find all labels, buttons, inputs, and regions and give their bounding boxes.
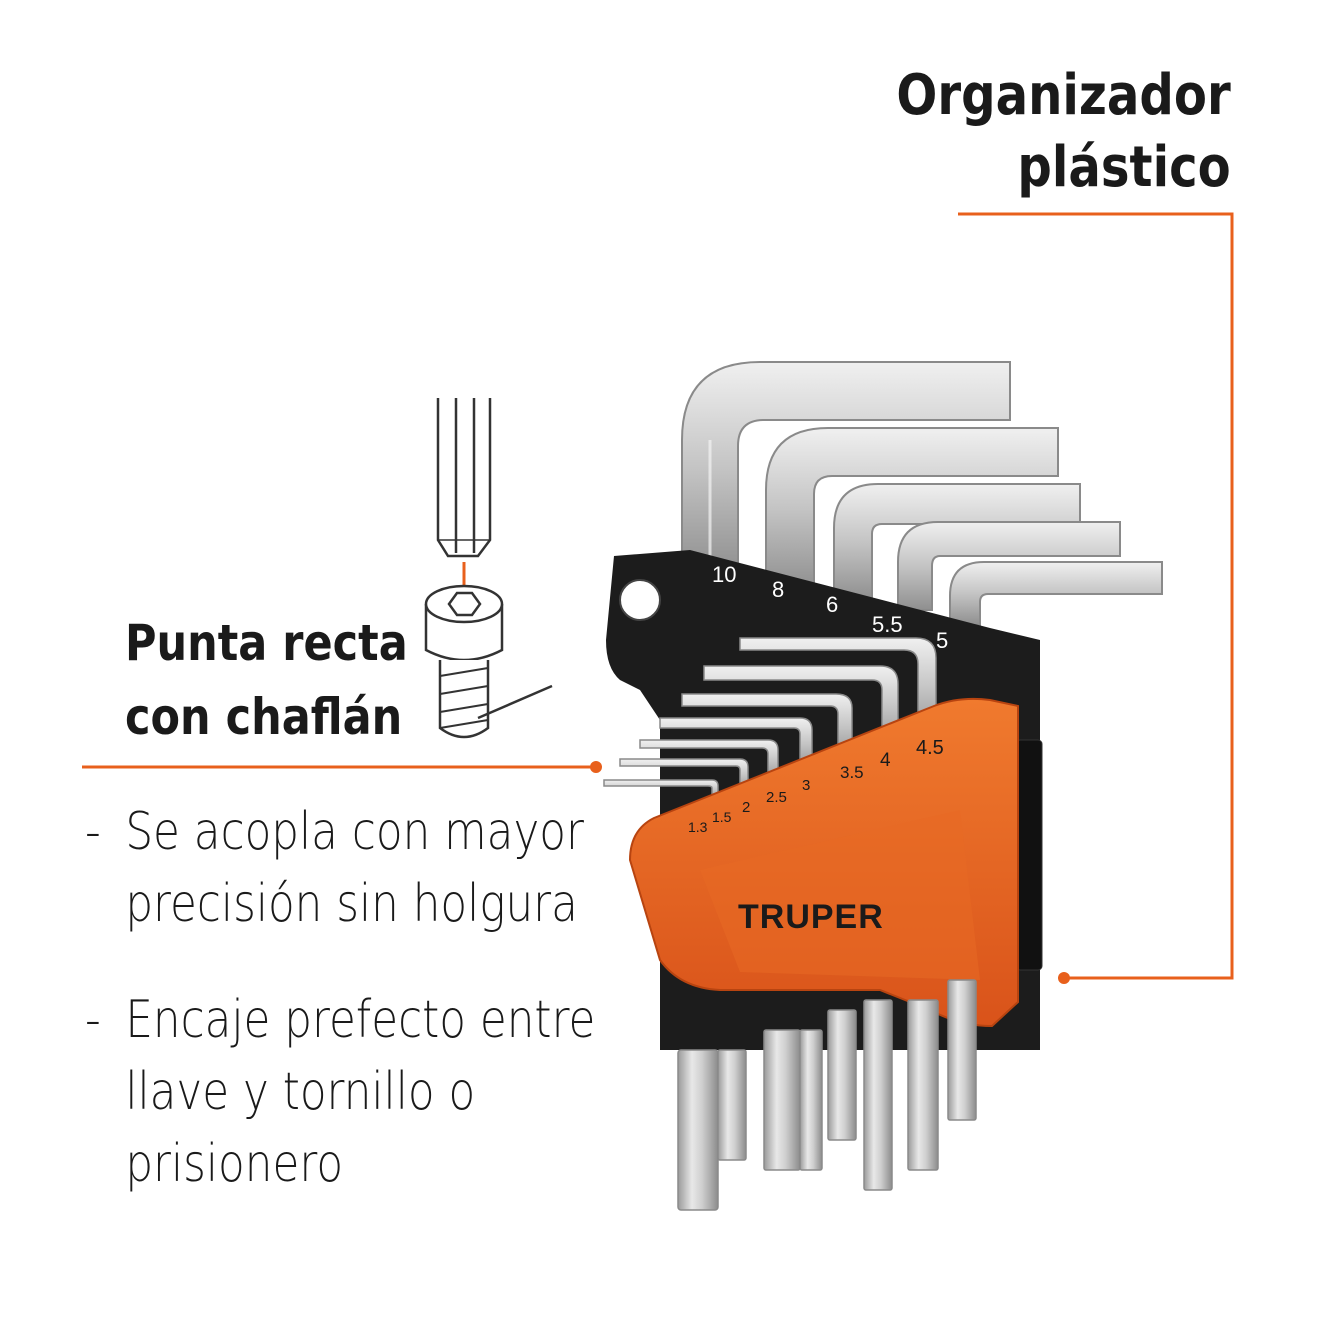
organizer-callout-line [958, 212, 1234, 984]
tip-callout-line1: Punta recta [125, 614, 408, 672]
bullet-dash: - [85, 802, 101, 862]
hex-key-5-5 [897, 521, 1121, 611]
size-label: 4 [880, 750, 891, 771]
size-label: 6 [826, 592, 838, 617]
size-label: 1.3 [688, 819, 708, 835]
feature-item: - Se acopla con mayor precisión sin holg… [85, 796, 595, 940]
size-label: 3 [802, 777, 810, 794]
tip-callout-line2: con chaflán [125, 688, 403, 746]
hex-key-5 [949, 561, 1163, 626]
hex-key-8 [765, 427, 1059, 591]
size-label: 5 [936, 628, 948, 653]
size-label: 8 [772, 577, 784, 602]
brand-logo: TRUPER [738, 898, 884, 936]
socket-screw-icon [424, 584, 553, 739]
holder-orange-front [628, 697, 1019, 1028]
size-label: 10 [712, 562, 736, 587]
organizer-callout-line1: Organizador [896, 63, 1231, 128]
size-label: 2 [742, 799, 750, 816]
bottom-size-labels: 1.3 1.5 2 2.5 3 3.5 4 4.5 [688, 737, 944, 835]
top-size-labels: 10 8 6 5.5 5 [712, 562, 948, 653]
bullet-dash: - [85, 990, 101, 1050]
callout-dot [590, 761, 602, 773]
small-hex-keys [603, 637, 937, 801]
tip-callout: Punta recta con chaflán [125, 606, 408, 754]
size-label: 5.5 [872, 612, 903, 637]
tip-callout-line [82, 761, 602, 773]
size-label: 3.5 [840, 763, 864, 782]
feature-item: - Encaje prefecto entre llave y tornillo… [85, 984, 595, 1200]
feature-text: Encaje prefecto entre llave y tornillo o… [125, 990, 596, 1194]
hex-key-6 [833, 483, 1081, 601]
callout-dot [1058, 972, 1070, 984]
feature-list: - Se acopla con mayor precisión sin holg… [85, 796, 595, 1244]
hex-key-10 [681, 361, 1011, 576]
key-shafts [677, 979, 977, 1211]
organizer-callout: Organizador plástico [897, 60, 1231, 204]
hex-key-bit-icon [436, 398, 492, 605]
size-label: 1.5 [712, 809, 732, 825]
organizer-callout-line2: plástico [1017, 135, 1231, 200]
feature-text: Se acopla con mayor precisión sin holgur… [125, 802, 584, 934]
hanger-hole [619, 579, 661, 621]
size-label: 2.5 [766, 789, 787, 806]
size-label: 4.5 [916, 737, 944, 759]
